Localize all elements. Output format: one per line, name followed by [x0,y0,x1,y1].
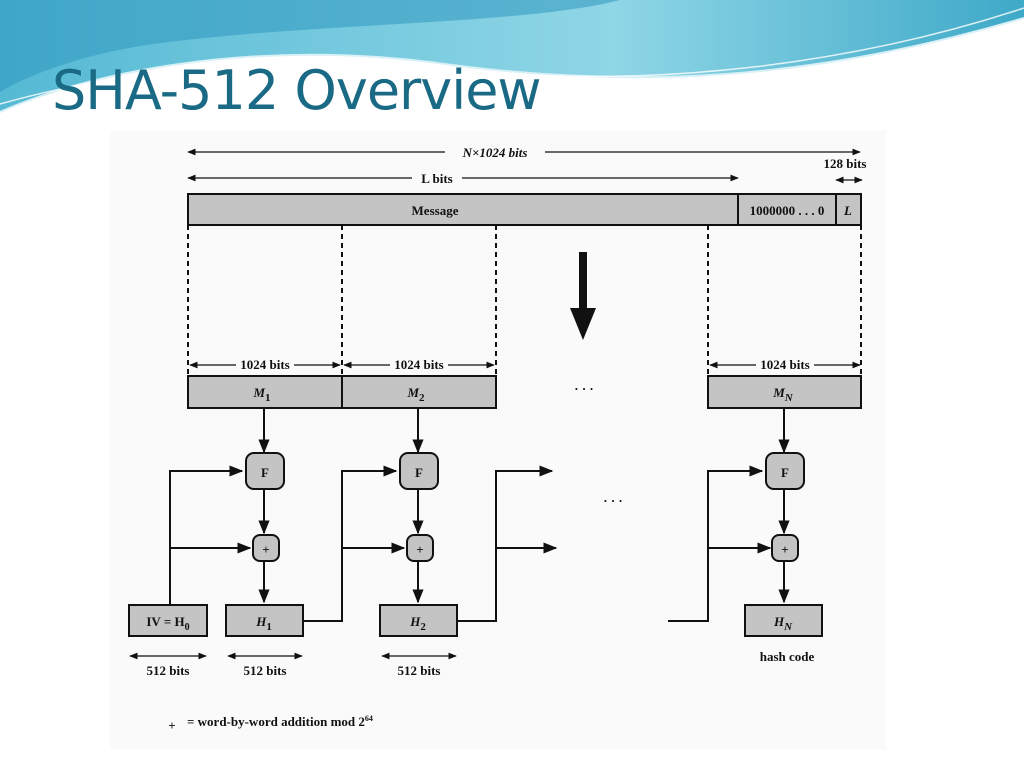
state-size-label-iv: 512 bits [147,663,190,678]
hash-code-label: hash code [760,649,815,664]
function-label-1: F [261,465,269,480]
adder-symbol-2: + [416,542,423,557]
block-size-label-n: 1024 bits [760,357,809,372]
total-length-label: N×1024 bits [462,145,528,160]
split-arrow [570,252,596,340]
compression-functions: F F F [245,452,805,490]
padding-label: 1000000 . . . 0 [750,203,825,218]
adders: + + + [252,534,799,562]
block-m2-label: M2 [406,385,425,404]
function-label-n: F [781,465,789,480]
message-blocks: M1 M2 MN [187,375,862,409]
legend-adder-symbol: + [168,718,175,733]
length-field-label: L [843,203,852,218]
hash-hn-label: HN [773,614,793,633]
message-length-label: L bits [421,171,452,186]
message-label: Message [412,203,459,218]
block-m1-label: M1 [252,385,270,404]
iv-label: IV = H0 [146,614,189,633]
block-split-guides [187,225,862,375]
figure-panel [110,130,886,750]
message-length-dimension: L bits [187,171,739,186]
ellipsis-stages: · · · [603,493,623,508]
adder-symbol-n: + [781,542,788,557]
length-field-size-label: 128 bits [824,156,867,171]
total-length-dimension: N×1024 bits [187,145,861,160]
legend: + = word-by-word addition mod 264 [168,714,373,733]
block-size-label-2: 1024 bits [394,357,443,372]
state-size-dimensions: 512 bits 512 bits 512 bits [129,652,457,678]
adder-symbol-1: + [262,542,269,557]
hash-h2-label: H2 [409,614,426,633]
hash-h1-label: H1 [255,614,272,633]
block-mn-label: MN [772,385,794,404]
block-size-label-1: 1024 bits [240,357,289,372]
ellipsis-blocks: · · · [574,381,594,396]
length-field-dimension: 128 bits [824,156,867,184]
header-wave-decoration [0,0,1024,113]
block-size-dimensions: 1024 bits 1024 bits 1024 bits [189,357,861,372]
legend-text: = word-by-word addition mod 264 [187,714,373,729]
padded-message-bar: Message 1000000 . . . 0 L [187,193,862,226]
state-size-label-h2: 512 bits [398,663,441,678]
slide-title: SHA-512 Overview [52,59,542,122]
function-label-2: F [415,465,423,480]
hash-states: IV = H0 H1 H2 HN hash code [128,604,823,664]
state-size-label-h1: 512 bits [244,663,287,678]
chain-wires [169,408,790,622]
